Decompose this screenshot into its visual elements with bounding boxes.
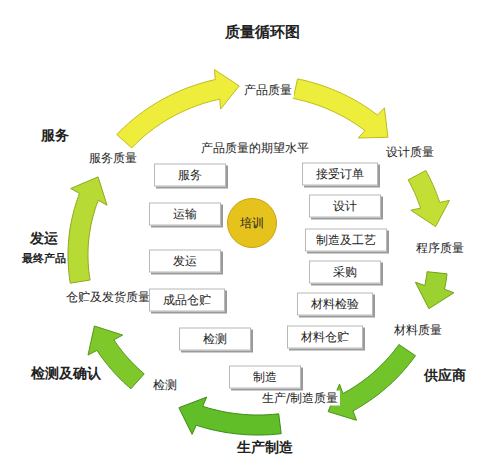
node-text: 成品仓贮 xyxy=(163,293,211,307)
process-box: 设计 xyxy=(309,195,381,218)
process-box: 材料仓贮 xyxy=(287,326,363,349)
cycle-arrow xyxy=(68,177,107,283)
cycle-label: 供应商 xyxy=(422,368,468,383)
cycle-arrow xyxy=(293,79,388,138)
node-text: 运输 xyxy=(173,207,197,221)
cycle-arrow xyxy=(408,171,449,227)
diagram-title: 质量循环图 xyxy=(223,25,302,40)
node-text: 检测 xyxy=(203,332,227,346)
process-box: 制造及工艺 xyxy=(305,229,387,252)
node-text: 接受订单 xyxy=(316,167,364,181)
node-text: 服务 xyxy=(178,168,202,182)
node-text: 材料检验 xyxy=(311,297,359,311)
node-text: 培训 xyxy=(240,216,264,231)
cycle-label: 服务 xyxy=(39,128,71,143)
cycle-label: 检测 xyxy=(151,378,179,393)
cycle-arrow xyxy=(117,70,239,148)
training-circle: 培训 xyxy=(227,198,277,248)
cycle-label: 产品质量 xyxy=(242,83,294,98)
process-box: 采购 xyxy=(309,261,381,284)
cycle-label: 产品质量的期望水平 xyxy=(199,141,311,156)
node-text: 采购 xyxy=(333,265,357,279)
process-box: 检测 xyxy=(179,328,251,351)
cycle-label: 生产制造 xyxy=(235,440,295,455)
cycle-label: 生产/制造质量 xyxy=(260,391,340,406)
node-text: 制造及工艺 xyxy=(316,233,376,247)
node-text: 制造 xyxy=(253,370,277,384)
cycle-label: 仓贮及发货质量 xyxy=(64,290,152,305)
cycle-arrow xyxy=(415,272,454,309)
cycle-label: 最终产品 xyxy=(20,251,68,266)
cycle-arrow xyxy=(328,345,415,421)
process-box: 服务 xyxy=(154,164,226,187)
cycle-label: 发运 xyxy=(28,231,60,246)
process-box: 发运 xyxy=(149,250,221,273)
process-box: 材料检验 xyxy=(297,293,373,316)
cycle-label: 材料质量 xyxy=(392,323,444,338)
cycle-label: 设计质量 xyxy=(384,145,436,160)
cycle-label: 程序质量 xyxy=(414,241,466,256)
node-text: 材料仓贮 xyxy=(301,330,349,344)
process-box: 接受订单 xyxy=(302,163,378,186)
cycle-label: 服务质量 xyxy=(87,151,139,166)
node-text: 发运 xyxy=(173,254,197,268)
process-box: 制造 xyxy=(229,366,301,389)
node-text: 设计 xyxy=(333,199,357,213)
cycle-label: 检测及确认 xyxy=(29,366,103,381)
process-box: 运输 xyxy=(149,203,221,226)
process-box: 成品仓贮 xyxy=(149,289,225,312)
